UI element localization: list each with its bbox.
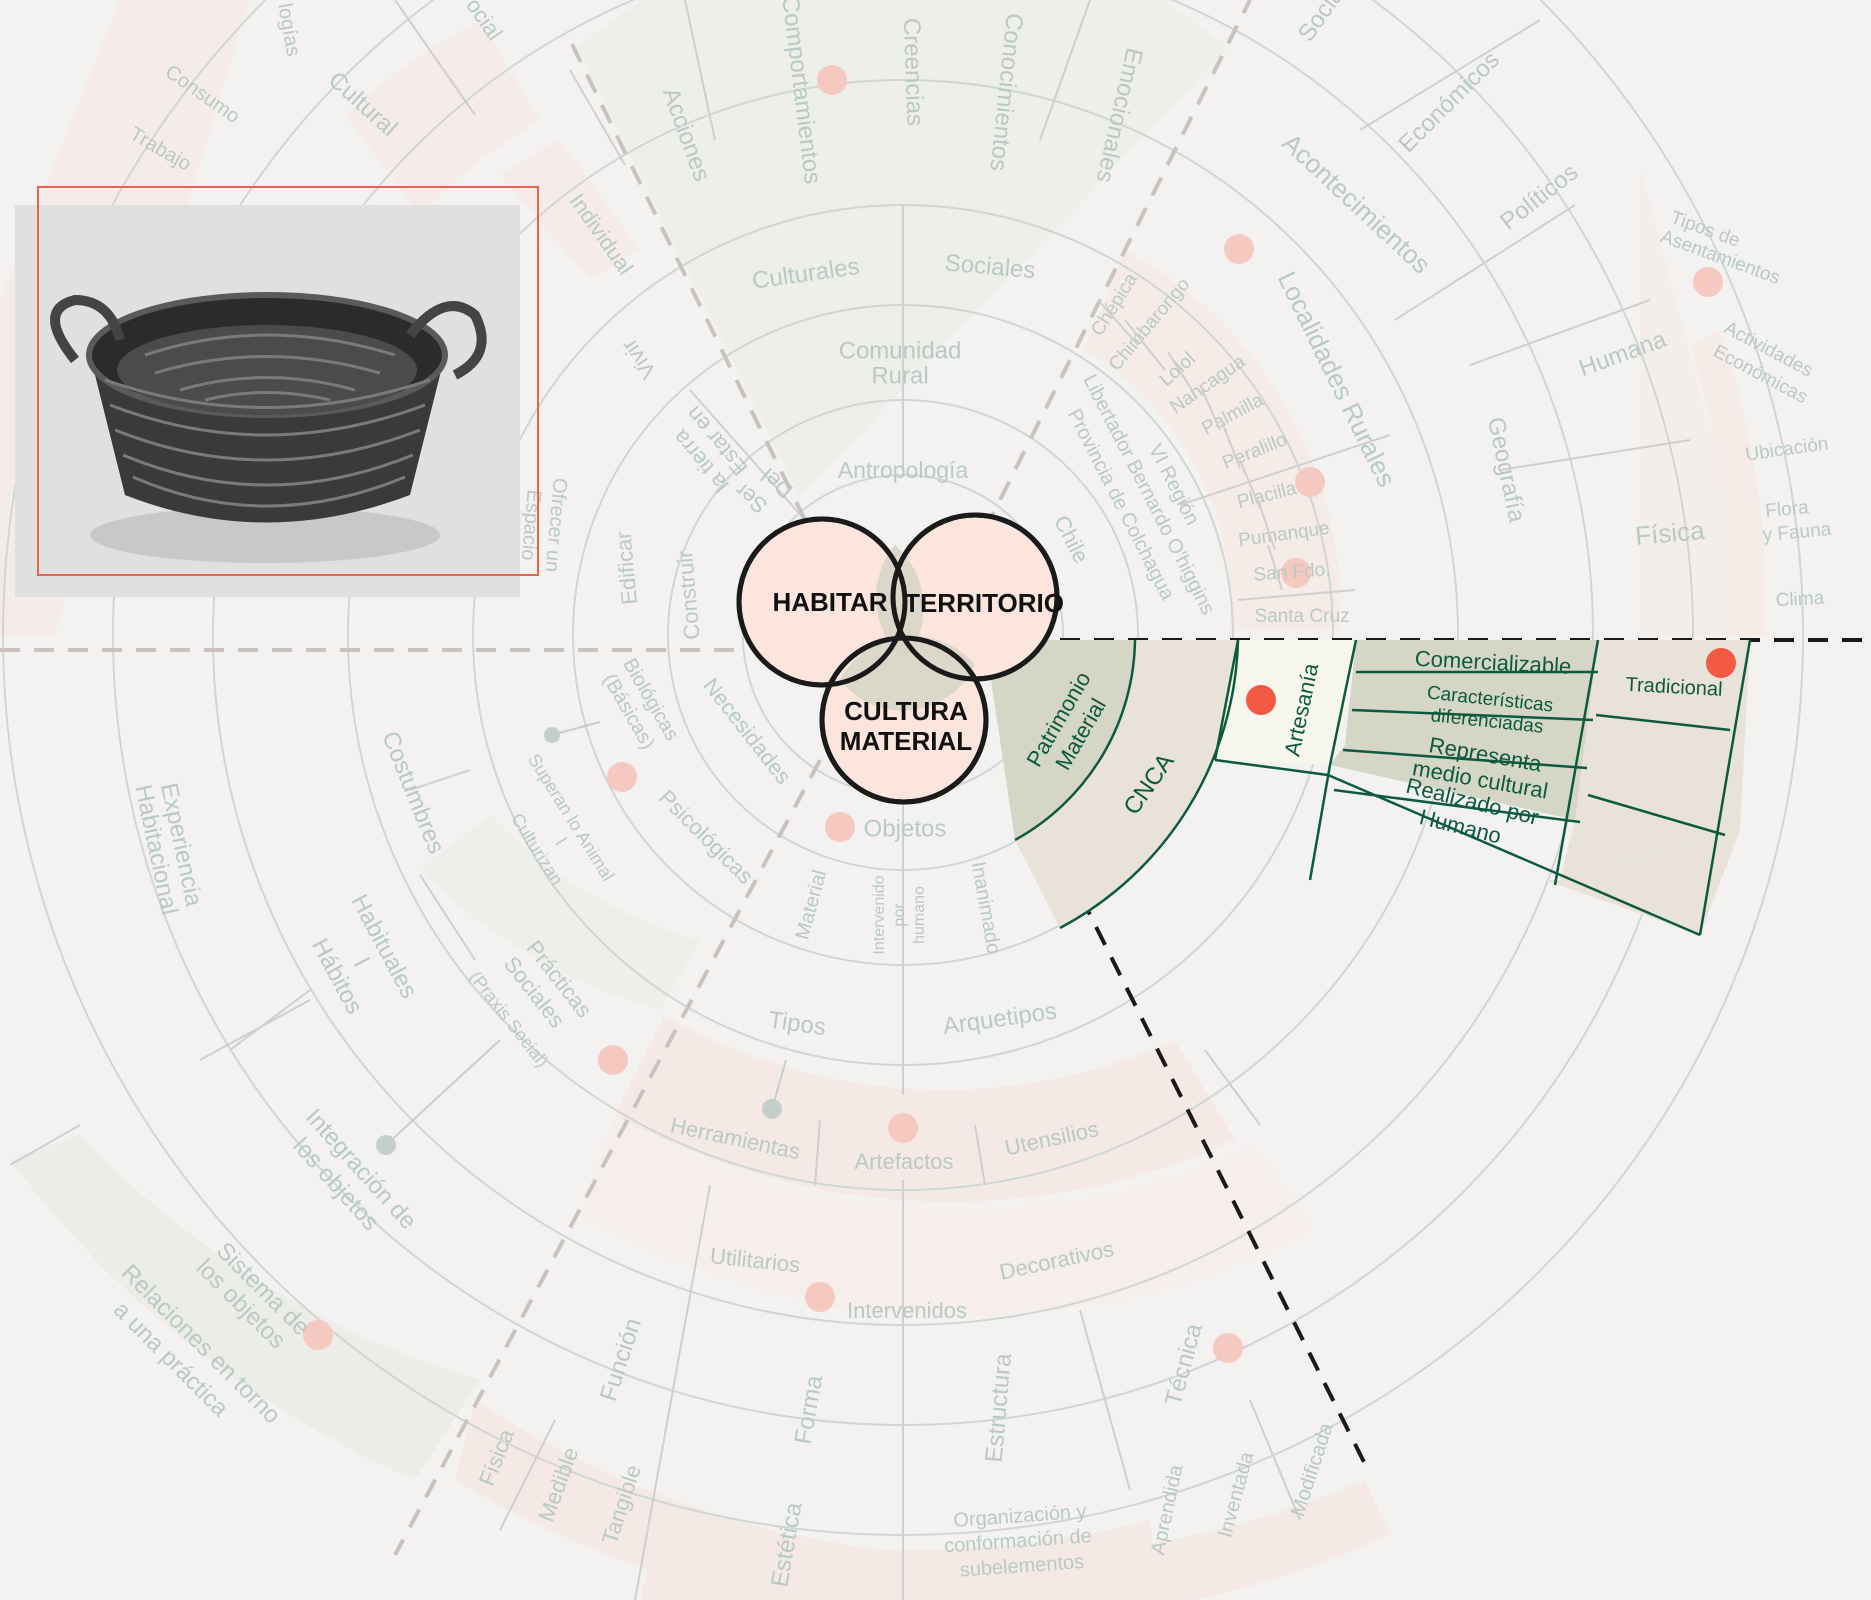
label-intervenido-1: Intervenido — [871, 875, 888, 954]
label-chile: Chile — [1049, 511, 1094, 567]
label-psicologicas: Psicológicas — [654, 785, 758, 889]
label-superan-2: l — [552, 834, 571, 848]
label-arquetipos: Arquetipos — [941, 998, 1058, 1041]
label-flora-1: Flora — [1764, 497, 1809, 522]
label-flora-2: y Fauna — [1762, 519, 1833, 546]
label-inanimado: Inanimado — [967, 860, 1005, 956]
label-vivir: Vivir — [616, 334, 661, 383]
label-artefactos: Artefactos — [854, 1149, 953, 1174]
photo-highlight-frame — [37, 186, 539, 576]
label-comunidad-1: Comunidad — [839, 337, 962, 364]
label-material: Material — [791, 868, 831, 942]
label-forma: Forma — [790, 1373, 829, 1447]
label-objetos: Objetos — [864, 815, 947, 842]
label-clima: Clima — [1775, 588, 1825, 612]
label-necesidades: Necesidades — [698, 673, 796, 789]
label-comunidad-2: Rural — [871, 362, 928, 389]
label-habitos: Hábitos — [306, 934, 368, 1019]
label-creencias: Creencias — [898, 17, 929, 126]
label-logias: logías — [273, 2, 304, 58]
label-construir: Construir — [672, 550, 705, 641]
label-fisica: Física — [1634, 515, 1706, 551]
label-sociales-top: Socia — [1293, 0, 1350, 47]
label-edificar: Edificar — [611, 531, 642, 606]
label-intervenido-2: por — [891, 903, 908, 927]
label-politicos: Políticos — [1495, 159, 1583, 236]
label-geografia: Geografía — [1482, 415, 1531, 526]
label-intervenido-3: humano — [911, 886, 928, 944]
label-antropologia: Antropología — [838, 457, 969, 483]
label-funcion: Función — [595, 1315, 647, 1405]
venn-label-territorio: TERRITORIO — [904, 588, 1064, 618]
label-intervenidos: Intervenidos — [847, 1298, 967, 1323]
label-tipos: Tipos — [767, 1006, 828, 1041]
label-habituales-2: l — [348, 954, 374, 971]
venn-label-cultura-1: CULTURA — [844, 696, 968, 726]
venn-label-cultura-2: MATERIAL — [840, 726, 973, 756]
locality-9: Santa Cruz — [1254, 606, 1349, 627]
label-estructura: Estructura — [981, 1352, 1017, 1464]
label-tecnica: Técnica — [1160, 1320, 1208, 1409]
venn-label-habitar: HABITAR — [772, 587, 887, 617]
